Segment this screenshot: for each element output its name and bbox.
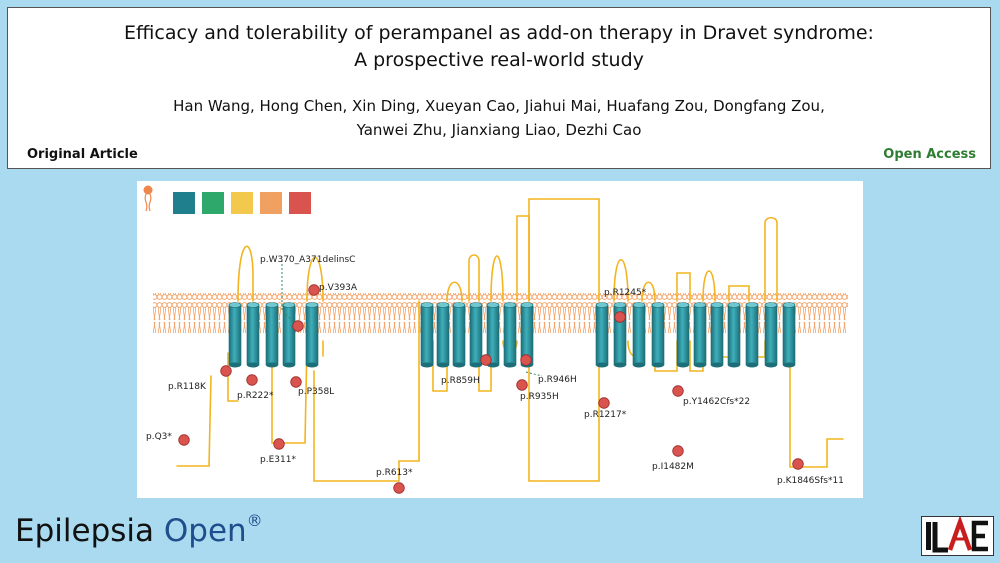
article-header: Efficacy and tolerability of perampanel … — [7, 7, 991, 169]
mutation-label: p.E311* — [260, 455, 296, 465]
mutation-label: p.R946H — [538, 375, 577, 385]
mutation-label: p.P358L — [298, 387, 334, 397]
transmembrane-helix — [710, 302, 724, 368]
title-line-2: A prospective real-world study — [354, 49, 644, 71]
journal-logo: Epilepsia Open® — [15, 511, 263, 549]
mutation-site: p.R859H — [441, 354, 492, 386]
mutation-site: p.R935H — [516, 379, 559, 402]
legend-swatch — [202, 192, 224, 214]
transmembrane-helix — [764, 302, 778, 368]
article-type-label: Original Article — [27, 147, 138, 162]
mutation-site: p.P358L — [290, 376, 334, 397]
mutation-site: p.W370_A371delinsC — [260, 255, 355, 332]
transmembrane-helix — [282, 302, 296, 368]
author-list: Han Wang, Hong Chen, Xin Ding, Xueyan Ca… — [8, 94, 990, 142]
mutation-label: p.Y1462Cfs*22 — [683, 397, 750, 407]
authors-line-1: Han Wang, Hong Chen, Xin Ding, Xueyan Ca… — [173, 97, 825, 115]
mutation-site: p.R946H — [520, 354, 577, 385]
mutation-site: p.E311* — [260, 438, 296, 465]
transmembrane-helix — [727, 302, 741, 368]
mutation-label: p.Q3* — [146, 432, 172, 442]
mutation-label: p.R859H — [441, 376, 480, 386]
transmembrane-helix — [782, 302, 796, 368]
transmembrane-helix — [469, 302, 483, 368]
color-legend — [173, 192, 311, 214]
authors-line-2: Yanwei Zhu, Jianxiang Liao, Dezhi Cao — [356, 121, 642, 139]
ilae-logo — [921, 515, 994, 556]
transmembrane-helix — [452, 302, 466, 368]
mutation-label: p.R118K — [168, 382, 207, 392]
mutation-site: p.R613* — [376, 468, 413, 494]
mutation-site: p.Y1462Cfs*22 — [672, 385, 750, 407]
transmembrane-helix — [265, 302, 279, 368]
title-line-1: Efficacy and tolerability of perampanel … — [124, 22, 874, 44]
mutation-label: p.R1217* — [584, 410, 627, 420]
transmembrane-helix — [486, 302, 500, 368]
open-access-label: Open Access — [883, 147, 976, 162]
transmembrane-helix — [228, 302, 242, 368]
mutation-label: p.W370_A371delinsC — [260, 255, 355, 265]
registered-mark: ® — [246, 511, 263, 530]
scn1a-topology-diagram: p.W370_A371delinsC p.V393A p.R1245* p.R118K… — [143, 185, 848, 494]
mutation-label: p.R613* — [376, 468, 413, 478]
channel-topology-figure: p.W370_A371delinsC p.V393A p.R1245* p.R118K… — [137, 181, 863, 498]
mutation-label: p.V393A — [319, 283, 358, 293]
transmembrane-helix — [745, 302, 759, 368]
mutation-site: p.Q3* — [146, 432, 190, 446]
transmembrane-helix — [632, 302, 646, 368]
article-title: Efficacy and tolerability of perampanel … — [8, 20, 990, 74]
transmembrane-helix — [595, 302, 609, 368]
transmembrane-helix — [246, 302, 260, 368]
legend-swatch — [173, 192, 195, 214]
ilae-logo-mark — [926, 515, 988, 553]
mutation-label: p.I1482M — [652, 462, 694, 472]
transmembrane-helix — [503, 302, 517, 368]
mutation-site: p.I1482M — [652, 445, 694, 472]
mutation-sites: p.W370_A371delinsC p.V393A p.R1245* p.R118K… — [146, 255, 844, 494]
mutation-label: p.R935H — [520, 392, 559, 402]
transmembrane-helix — [693, 302, 707, 368]
lipid-legend-icon — [143, 185, 153, 212]
mutation-site: p.R1217* — [584, 397, 627, 420]
transmembrane-helix — [305, 302, 319, 368]
mutation-site: p.V393A — [308, 283, 358, 296]
mutation-leader-lines — [281, 260, 543, 377]
mutation-site: p.R222* — [237, 374, 274, 401]
transmembrane-helix — [420, 302, 434, 368]
mutation-label: p.K1846Sfs*11 — [777, 476, 844, 486]
mutation-site: p.R1245* — [604, 288, 647, 323]
mutation-label: p.R222* — [237, 391, 274, 401]
transmembrane-helix — [676, 302, 690, 368]
journal-name-part2: Open — [163, 513, 247, 549]
transmembrane-helix — [651, 302, 665, 368]
journal-name-part1: Epilepsia — [15, 513, 164, 549]
transmembrane-helix — [436, 302, 450, 368]
legend-swatch — [289, 192, 311, 214]
legend-swatch — [260, 192, 282, 214]
legend-swatch — [231, 192, 253, 214]
mutation-site: p.K1846Sfs*11 — [777, 458, 844, 486]
mutation-site: p.R118K — [168, 365, 232, 392]
mutation-label: p.R1245* — [604, 288, 647, 298]
